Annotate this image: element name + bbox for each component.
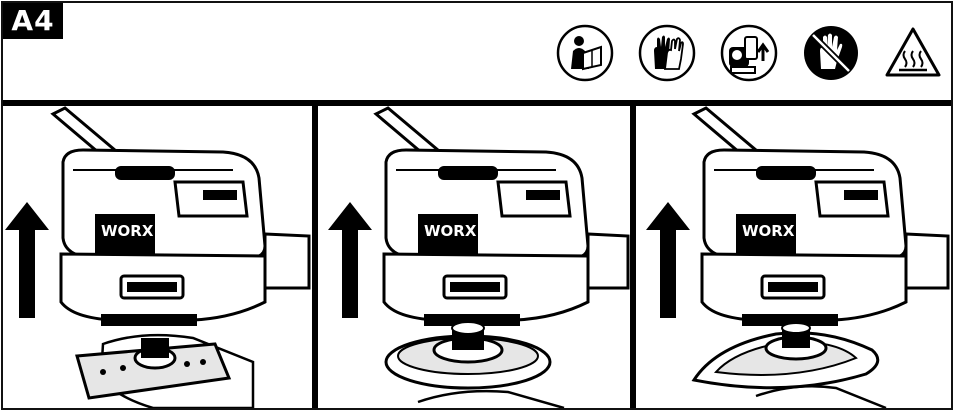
safety-icon-row (555, 21, 943, 85)
step-badge: A4 (3, 3, 63, 39)
header-divider (3, 100, 951, 106)
remove-battery-icon (720, 24, 778, 82)
read-manual-icon (556, 24, 614, 82)
no-hands-icon (804, 26, 858, 80)
panel-divider (630, 106, 636, 408)
hot-surface-warning-icon (885, 27, 941, 77)
panel-divider (312, 106, 318, 408)
wear-gloves-icon (638, 24, 696, 82)
panel-round-pad: WORX (318, 106, 630, 408)
up-arrow-icon (328, 202, 372, 318)
sander-illustration: WORX (646, 106, 950, 408)
brand-logo: WORX (424, 222, 477, 240)
up-arrow-icon (646, 202, 690, 318)
brand-logo: WORX (742, 222, 795, 240)
sander-illustration: WORX (328, 106, 630, 408)
panel-rectangular-pad: WORX (3, 106, 312, 408)
sander-illustration: WORX (5, 106, 311, 408)
up-arrow-icon (5, 202, 49, 318)
brand-logo: WORX (101, 222, 154, 240)
header-bar: A4 (3, 3, 951, 100)
panel-triangle-pad: WORX (636, 106, 951, 408)
